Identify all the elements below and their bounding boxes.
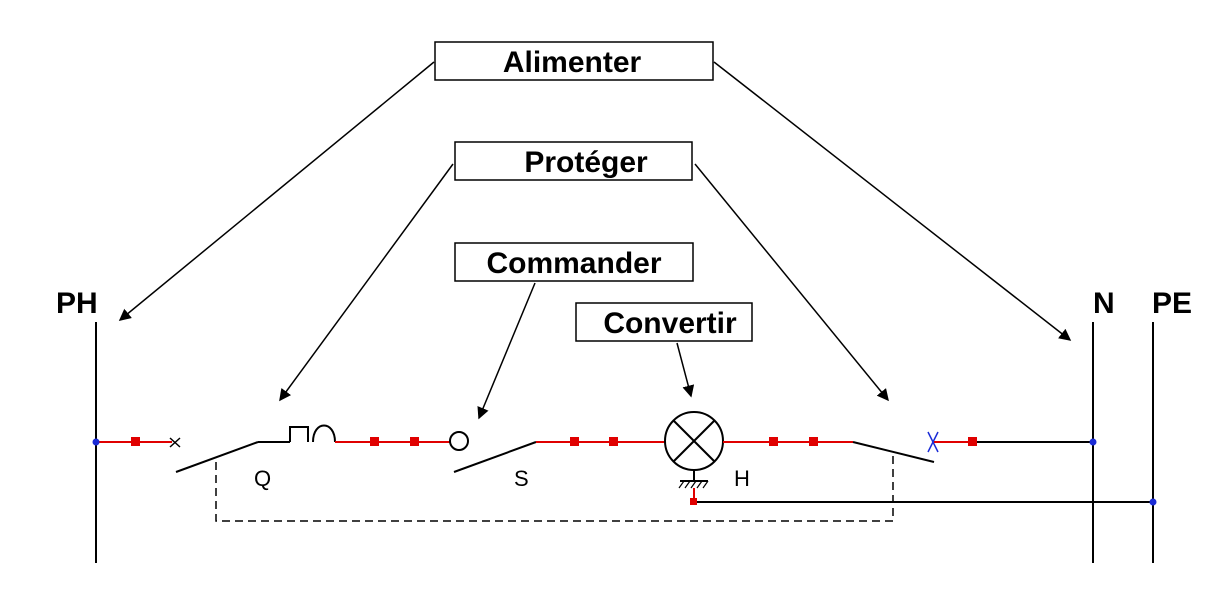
switch-s-label: S bbox=[514, 466, 529, 491]
label-convertir: Convertir bbox=[575, 302, 753, 342]
rail-n: N bbox=[1092, 287, 1115, 563]
breaker-q-label: Q bbox=[254, 466, 271, 491]
contact-x-left bbox=[169, 437, 181, 448]
terminal bbox=[968, 437, 977, 446]
breaker-right-blade bbox=[852, 441, 935, 463]
terminal bbox=[131, 437, 140, 446]
terminal bbox=[609, 437, 618, 446]
switch-s-contact bbox=[449, 431, 469, 451]
arrow-alimenter-n bbox=[713, 61, 1072, 341]
junction-dot bbox=[92, 438, 100, 446]
label-alimenter: Alimenter bbox=[434, 41, 714, 81]
thermal-element bbox=[289, 426, 309, 442]
alimenter-text: Alimenter bbox=[503, 46, 642, 79]
label-proteger: Protéger bbox=[454, 141, 693, 181]
mechanical-linkage bbox=[215, 452, 894, 522]
terminal bbox=[769, 437, 778, 446]
convertir-text: Convertir bbox=[603, 307, 737, 340]
lamp-h-label: H bbox=[734, 466, 750, 491]
terminal bbox=[690, 498, 697, 505]
arrow-convertir-h bbox=[676, 342, 695, 398]
commander-text: Commander bbox=[486, 247, 661, 280]
magnetic-element bbox=[312, 424, 336, 443]
terminal bbox=[370, 437, 379, 446]
junction-dot bbox=[1089, 438, 1097, 446]
arrow-alimenter-ph bbox=[118, 61, 435, 321]
rail-n-label: N bbox=[1093, 287, 1115, 320]
rail-ph: PH bbox=[56, 287, 98, 563]
breaker-q-blade bbox=[175, 441, 259, 473]
switch-s-blade bbox=[453, 441, 537, 473]
arrow-proteger-q bbox=[279, 163, 454, 402]
arrow-proteger-right bbox=[694, 163, 889, 402]
arrow-commander-s bbox=[477, 282, 536, 420]
circuit-wiring bbox=[96, 411, 1153, 522]
rail-pe: PE bbox=[1152, 287, 1192, 563]
terminals bbox=[131, 437, 977, 505]
label-commander: Commander bbox=[454, 242, 694, 282]
junction-dot bbox=[1149, 498, 1157, 506]
terminal bbox=[809, 437, 818, 446]
terminal bbox=[570, 437, 579, 446]
rail-ph-label: PH bbox=[56, 287, 98, 320]
rail-pe-label: PE bbox=[1152, 287, 1192, 320]
terminal bbox=[410, 437, 419, 446]
junctions bbox=[92, 438, 1157, 506]
contact-x-right bbox=[927, 431, 939, 453]
proteger-text: Protéger bbox=[524, 146, 648, 179]
